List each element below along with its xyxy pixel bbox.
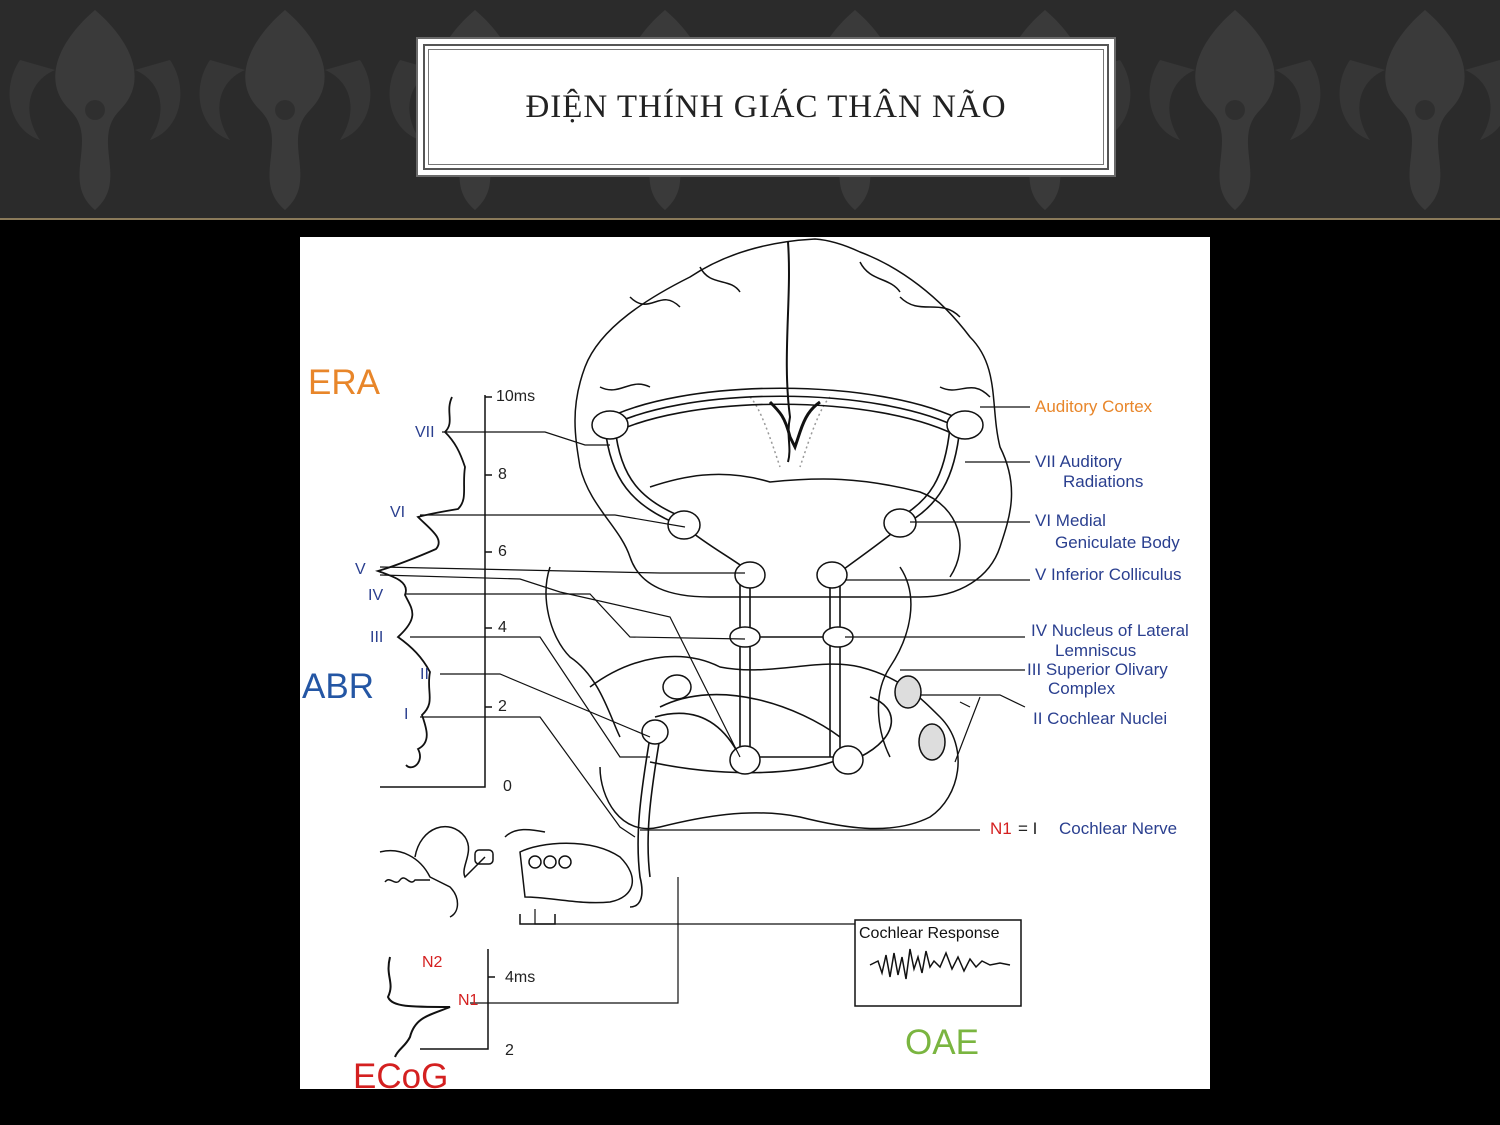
cochlear-nerve-label: Cochlear Nerve [1059, 819, 1178, 838]
leader-lines [379, 406, 1030, 1004]
wave-vi-label: VI [390, 504, 406, 521]
vi-medial-label: VI Medial [1035, 511, 1106, 530]
vii-auditory-label: VII Auditory [1035, 452, 1122, 471]
ecog-waveform [386, 956, 451, 1058]
iv-lemniscus-label: Lemniscus [1055, 641, 1137, 660]
iv-lateral-label: IV Nucleus of Lateral [1031, 621, 1189, 640]
wave-vii-label: VII [415, 424, 435, 441]
ecog-n1-label: N1 [458, 992, 479, 1009]
wave-i-label: I [404, 706, 409, 723]
title-box: ĐIỆN THÍNH GIÁC THÂN NÃO [423, 44, 1109, 170]
auditory-cortex-label: Auditory Cortex [1035, 397, 1153, 416]
ecog-n2-label: N2 [422, 954, 443, 971]
iii-olivary-label: III Superior Olivary [1027, 660, 1168, 679]
abr-tick-4: 4 [498, 619, 507, 636]
slide-title: ĐIỆN THÍNH GIÁC THÂN NÃO [525, 88, 1007, 125]
abr-tick-2: 2 [498, 698, 507, 715]
ear-sketch [379, 826, 634, 925]
abr-tick-6: 6 [498, 543, 507, 560]
abr-axis [380, 395, 492, 788]
wave-v-label: V [355, 561, 366, 578]
wave-iv-label: IV [368, 587, 384, 604]
abr-label: ABR [302, 667, 374, 706]
nuclei [591, 410, 984, 775]
abr-waveform [375, 396, 466, 769]
cochlear-response-label: Cochlear Response [859, 925, 1000, 942]
pathway-drawing [375, 238, 1030, 1058]
n1-label: N1 [990, 819, 1012, 838]
ecog-axis [420, 949, 495, 1050]
cochlear-response-box [854, 919, 1022, 1007]
v-inferior-colliculus-label: V Inferior Colliculus [1035, 565, 1182, 584]
ecog-tick-2: 2 [505, 1042, 514, 1059]
n1-equals-label: = I [1018, 819, 1038, 838]
iii-complex-label: Complex [1048, 679, 1116, 698]
oae-label: OAE [905, 1023, 979, 1062]
auditory-pathway-figure: ERA ABR ECoG OAE VII VI V IV III II I 10… [300, 237, 1210, 1089]
abr-tick-8: 8 [498, 466, 507, 483]
ecog-label: ECoG [353, 1057, 449, 1089]
ecog-tick-4ms: 4ms [505, 969, 536, 986]
abr-tick-0: 0 [503, 778, 512, 795]
vi-geniculate-label: Geniculate Body [1055, 533, 1180, 552]
radiation-tracts [599, 387, 966, 908]
wave-ii-label: II [420, 666, 429, 683]
vii-radiations-label: Radiations [1063, 472, 1144, 491]
era-label: ERA [308, 363, 380, 402]
ii-cochlear-nuclei-label: II Cochlear Nuclei [1033, 709, 1168, 728]
brain-outline [545, 238, 1013, 830]
abr-tick-10ms: 10ms [496, 388, 536, 405]
header-band: ĐIỆN THÍNH GIÁC THÂN NÃO [0, 0, 1500, 220]
wave-iii-label: III [370, 629, 384, 646]
cochlear-response-trace [869, 948, 1011, 980]
